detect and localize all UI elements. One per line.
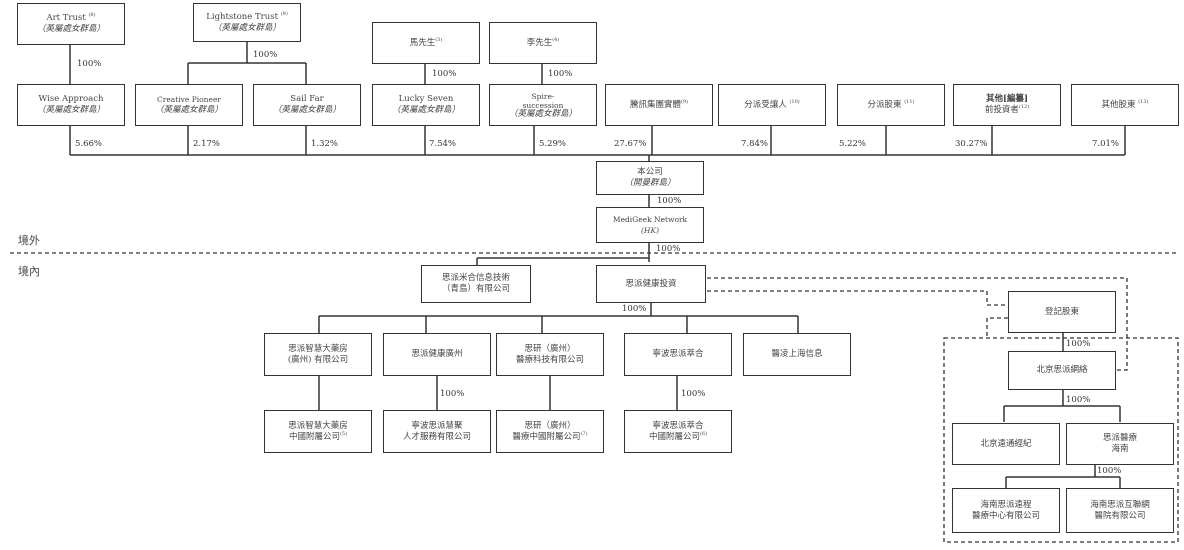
entity-assignee: 分派受讓人 (10) [718,84,826,126]
entity-medigeek: MediGeek Network (HK) [596,207,704,243]
pct-hainan-subs: 100% [1097,466,1122,476]
entity-beijing-broker: 北京遠通經紀 [952,423,1060,465]
pct-tencent: 27.67% [614,139,647,149]
pct-sail: 1.32% [311,139,339,149]
entity-mr-ma: 馬先生(3) [372,22,480,64]
entity-qingdao: 思派米合信息技術 （青島）有限公司 [421,265,531,303]
pct-distribution: 5.22% [839,139,867,149]
entity-distribution-shareholders: 分派股東 (11) [837,84,945,126]
entity-hainan-internet: 海南思派互聯網 醫院有限公司 [1066,488,1174,533]
onshore-label: 境內 [18,265,40,278]
entity-pharmacy-gz: 思派智慧大藥房 (廣州) 有限公司 [264,333,372,376]
pct-ma-lucky: 100% [432,69,457,79]
pct-wise: 5.66% [75,139,103,149]
entity-hainan-medical: 思派醫療 海南 [1066,423,1174,465]
entity-hainan-remote: 海南思派遠程 醫療中心有限公司 [952,488,1060,533]
entity-health-invest: 思派健康投資 [596,265,706,303]
entity-wise-approach: Wise Approach （英屬處女群島） [17,84,125,126]
entity-ningbo-cuihe: 寧波思派萃合 [624,333,732,376]
entity-other-pre-investors: 其他[編纂] 前投資者(12) [953,84,1061,126]
contractual-arrangement-boundary [943,337,1179,543]
pct-company-medigeek: 100% [657,196,682,206]
pct-medigeek-onshore: 100% [656,244,681,254]
pct-health-invest-subs: 100% [622,304,647,314]
entity-mr-li: 李先生(4) [489,22,597,64]
entity-spire-succession: Spire- succession （英屬處女群島） [489,84,597,126]
pct-registered-beijing: 100% [1066,339,1091,349]
entity-art-trust: Art Trust (8) （英屬處女群島） [17,3,125,45]
control-line-registered [707,290,1008,306]
entity-beijing-network: 北京思派網絡 [1008,351,1116,390]
control-line-beijing [707,277,1128,371]
entity-creative-pioneer: Creative Pioneer （英屬處女群島） [135,84,243,126]
entity-cuihe-affiliates: 寧波思派萃合 中國附屬公司(6) [624,410,732,453]
pct-lucky: 7.54% [429,139,457,149]
entity-sail-far: Sail Far （英屬處女群島） [253,84,361,126]
pct-cuihe-affiliates: 100% [681,389,706,399]
entity-lucky-seven: Lucky Seven （英屬處女群島） [372,84,480,126]
entity-other-shareholders: 其他股東 (13) [1071,84,1179,126]
entity-siyan-affiliates: 思研（廣州） 醫療中國附屬公司(7) [496,410,604,453]
entity-registered-shareholders: 登記股東 [1008,291,1116,333]
pct-beijing-subs: 100% [1066,395,1091,405]
pct-art-wise: 100% [77,59,102,69]
pct-spire: 5.29% [539,139,567,149]
entity-ningbo-talent: 寧波思派慧聚 人才服務有限公司 [383,410,491,453]
offshore-label: 境外 [18,234,40,247]
entity-health-gz: 思派健康廣州 [383,333,491,376]
pct-lightstone: 100% [253,50,278,60]
pct-health-gz-talent: 100% [440,389,465,399]
entity-siyan-gz: 思研（廣州） 醫療科技有限公司 [496,333,604,376]
pct-assignee: 7.84% [741,139,769,149]
entity-pharmacy-affiliates: 思派智慧大藥房 中國附屬公司(5) [264,410,372,453]
entity-tencent: 騰訊集團實體(9) [605,84,713,126]
entity-lightstone-trust: Lightstone Trust (8) （英屬處女群島） [193,3,301,42]
pct-creative: 2.17% [193,139,221,149]
pct-li-spire: 100% [548,69,573,79]
pct-pre-investors: 30.27% [955,139,988,149]
pct-others: 7.01% [1092,139,1120,149]
entity-company: 本公司 （開曼群島） [596,161,704,195]
entity-yiling-sh: 醫凌上海信息 [743,333,851,376]
